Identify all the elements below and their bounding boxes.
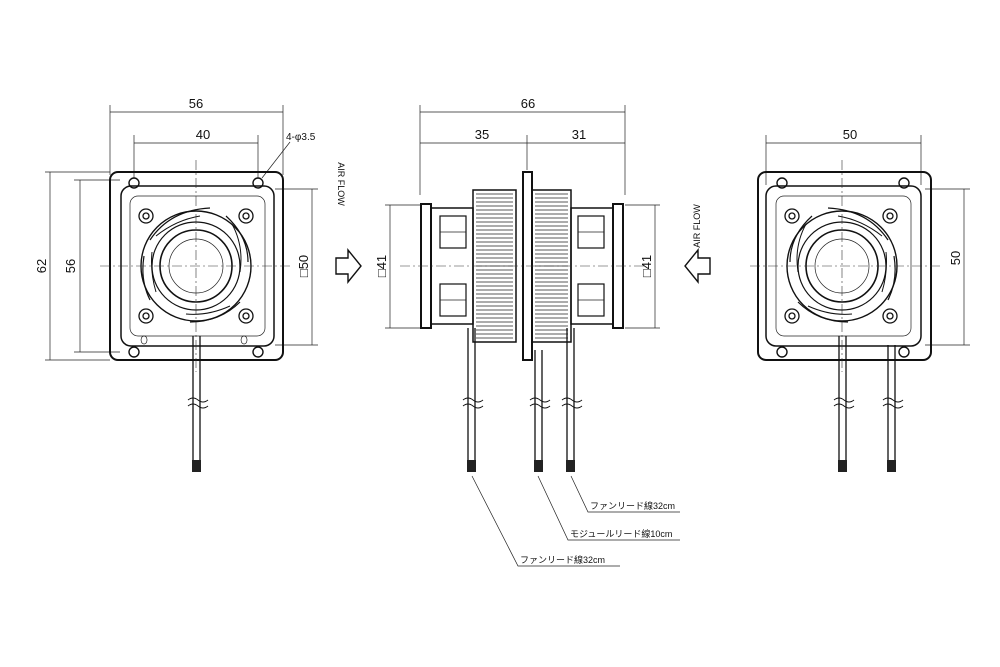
dim-center-total-width: 66 (521, 96, 535, 111)
dim-right-height: 50 (948, 251, 963, 265)
left-view: 56 40 4-φ3.5 62 56 □50 AIR FLOW (34, 96, 346, 472)
right-view: 50 50 (750, 127, 970, 472)
dim-right-width: 50 (843, 127, 857, 142)
dim-left-height-outer: 62 (34, 259, 49, 273)
dim-left-height-holes: 56 (63, 259, 78, 273)
callout-module-lead: モジュールリード線10cm (570, 528, 672, 539)
dim-left-width-holes: 40 (196, 127, 210, 142)
air-flow-arrow-left (335, 248, 362, 284)
callout-fan-lead-right: ファンリード線32cm (590, 500, 675, 511)
callout-fan-lead-left: ファンリード線32cm (520, 554, 605, 565)
dim-center-right-square: □41 (639, 255, 654, 277)
dim-left-fan-square: □50 (296, 255, 311, 277)
dim-center-right-width: 31 (572, 127, 586, 142)
dim-center-left-square: □41 (374, 255, 389, 277)
dim-left-hole-callout: 4-φ3.5 (286, 132, 316, 143)
air-flow-arrow-right (684, 248, 711, 284)
dim-center-left-width: 35 (475, 127, 489, 142)
dim-left-width-outer: 56 (189, 96, 203, 111)
air-flow-label-right: AIR FLOW (692, 204, 702, 248)
air-flow-label-left: AIR FLOW (336, 162, 346, 206)
center-view: 66 35 31 □41 □41 (374, 96, 680, 567)
